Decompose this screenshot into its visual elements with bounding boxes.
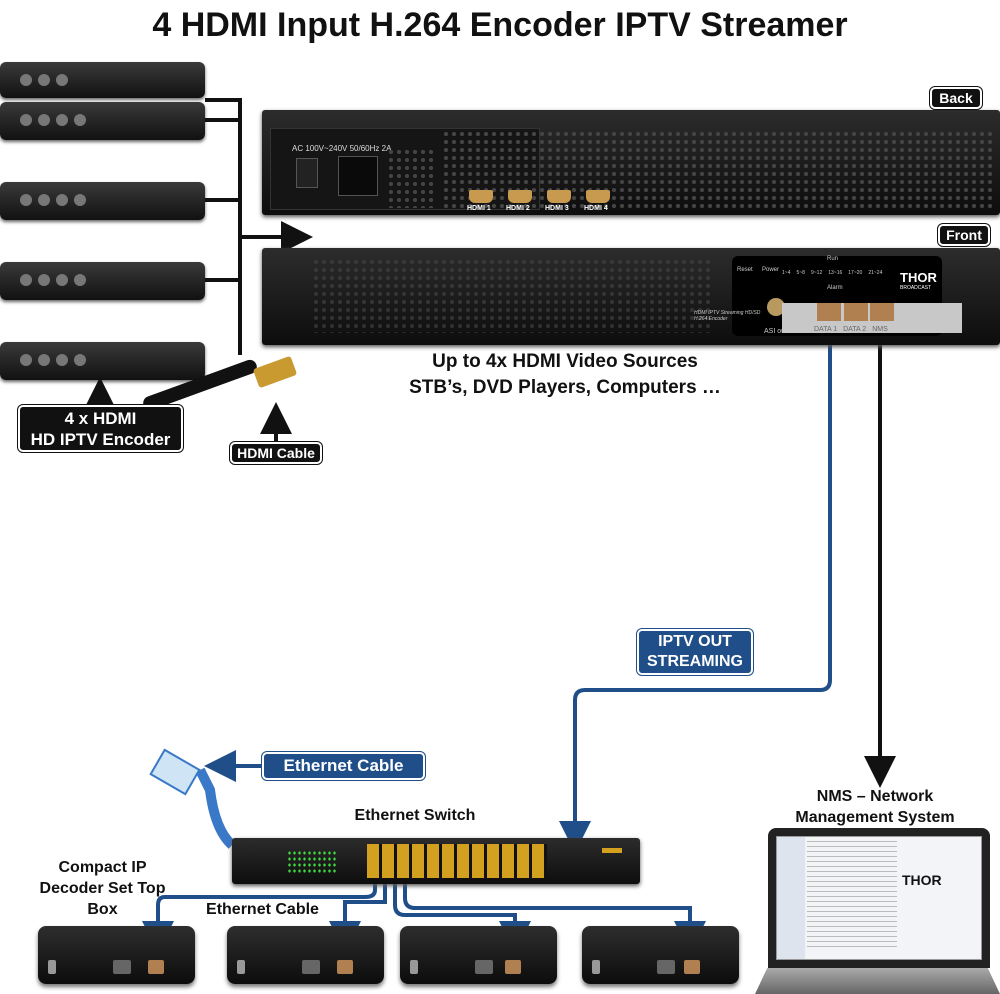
power-spec: AC 100V~240V 50/60Hz 2A [292,144,392,153]
asi-connector-icon [767,298,785,316]
source-stb [0,182,205,220]
hdmi-1-label: HDMI 1 [467,205,491,212]
hdmi-port-icon [469,190,493,203]
thor-logo: THOR [900,270,937,285]
encoder-back-panel: AC 100V~240V 50/60Hz 2A HDMI 1 HDMI 2 HD… [262,110,1000,215]
hdmi-4-label: HDMI 4 [584,205,608,212]
decoder-caption: Compact IP Decoder Set Top Box [39,859,166,918]
nms-port-icon [870,303,894,321]
source-stb [0,342,205,380]
reset-label: Reset [737,267,753,273]
hdmi-port-icon [547,190,571,203]
source-stb [0,102,205,140]
decoder-box [582,926,739,984]
hdmi-cable-label: HDMI Cable [230,442,322,464]
page-title: 4 HDMI Input H.264 Encoder IPTV Streamer [152,6,848,44]
hdmi-3-label: HDMI 3 [545,205,569,212]
front-label: Front [938,224,990,246]
decoder-box [38,926,195,984]
ethernet-switch [232,838,640,884]
laptop-keyboard [755,968,1000,994]
power-socket-icon [338,156,378,196]
switch-ports [367,844,547,878]
ethernet-switch-caption: Ethernet Switch [354,807,476,824]
back-label: Back [930,87,982,109]
power-label: Power [762,267,780,273]
nms-laptop: THOR [768,828,990,968]
source-stb [0,262,205,300]
thor-logo-sub: BROADCAST [900,285,932,291]
ethernet-plug-icon [149,748,201,796]
switch-leds [287,850,337,874]
hdmi-port-icon [508,190,532,203]
alarm-label: Alarm [827,285,843,291]
ethernet-cable-label: Ethernet Cable [262,752,425,780]
hdmi-port-icon [586,190,610,203]
model-text: HDMI IPTV Streaming HD/SD H.264 Encoder [694,310,761,322]
nms-thor-logo: THOR [902,872,942,888]
asi-label: ASI out [764,328,787,335]
power-switch-icon [296,158,318,188]
source-stb [0,62,205,98]
hdmi-2-label: HDMI 2 [506,205,530,212]
decoder-box [400,926,557,984]
data1-port-icon [817,303,841,321]
ethernet-cable-caption: Ethernet Cable [206,901,319,918]
data2-port-icon [844,303,868,321]
run-label: Run [827,256,839,262]
decoder-box [227,926,384,984]
